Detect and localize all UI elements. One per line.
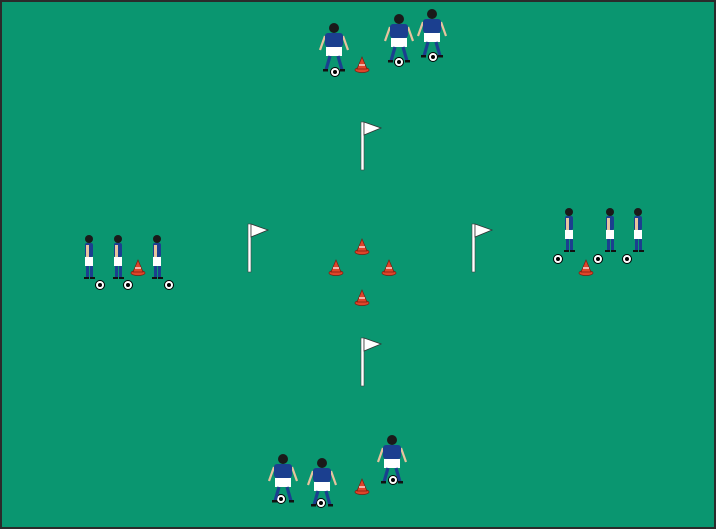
ball-icon: [165, 281, 174, 290]
ball-icon: [554, 255, 563, 264]
ball-icon: [395, 58, 404, 67]
ball-icon: [623, 255, 632, 264]
ball-icon: [96, 281, 105, 290]
ball-icon: [594, 255, 603, 264]
ball-icon: [317, 499, 326, 508]
ball-icon: [331, 68, 340, 77]
ball-icon: [124, 281, 133, 290]
ball-icon: [429, 53, 438, 62]
ball-icon: [389, 476, 398, 485]
